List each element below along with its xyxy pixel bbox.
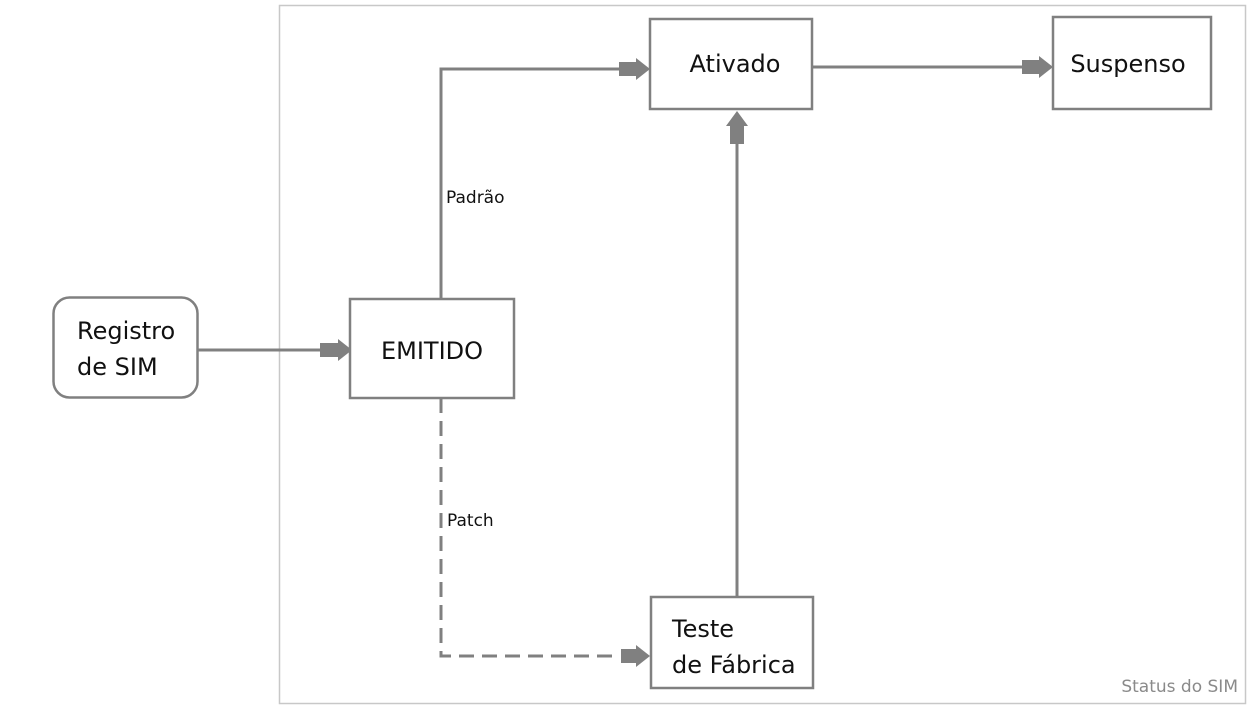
node-registro-de-sim	[52, 296, 199, 399]
arrow-shaft-ativado-suspenso	[1022, 60, 1040, 74]
edge-emitido-to-teste	[439, 398, 620, 658]
arrow-shaft-registro-emitido	[320, 343, 340, 357]
edge-emitido-to-ativado	[439, 67, 620, 298]
status-frame	[278, 4, 1247, 705]
node-teste-de-fabrica	[649, 595, 815, 690]
edge-label-padrao: Padrão	[446, 188, 505, 208]
arrowhead-registro-emitido	[338, 339, 352, 361]
node-ativado-label: Ativado	[690, 50, 781, 78]
node-teste-line1: Teste	[671, 615, 734, 643]
node-teste-label: Teste de Fábrica	[671, 615, 796, 679]
arrow-shaft-emitido-teste	[621, 649, 637, 663]
node-registro-line1: Registro	[77, 317, 175, 345]
arrow-shaft-emitido-ativado	[619, 62, 637, 76]
node-suspenso	[1051, 15, 1213, 111]
node-registro-line2: de SIM	[77, 353, 158, 381]
node-emitido	[348, 297, 516, 400]
status-frame-label: Status do SIM	[1121, 677, 1238, 697]
node-emitido-label: EMITIDO	[381, 337, 483, 365]
arrowhead-emitido-ativado	[636, 58, 650, 80]
node-ativado	[648, 17, 814, 111]
arrowhead-ativado-suspenso	[1039, 56, 1053, 78]
node-suspenso-label: Suspenso	[1070, 50, 1185, 78]
node-registro-label: Registro de SIM	[77, 317, 183, 381]
arrowhead-emitido-teste	[636, 645, 650, 667]
node-teste-line2: de Fábrica	[672, 651, 796, 679]
arrow-shaft-teste-ativado	[730, 126, 744, 144]
arrowhead-teste-ativado	[726, 111, 748, 126]
edge-label-patch: Patch	[447, 511, 494, 531]
